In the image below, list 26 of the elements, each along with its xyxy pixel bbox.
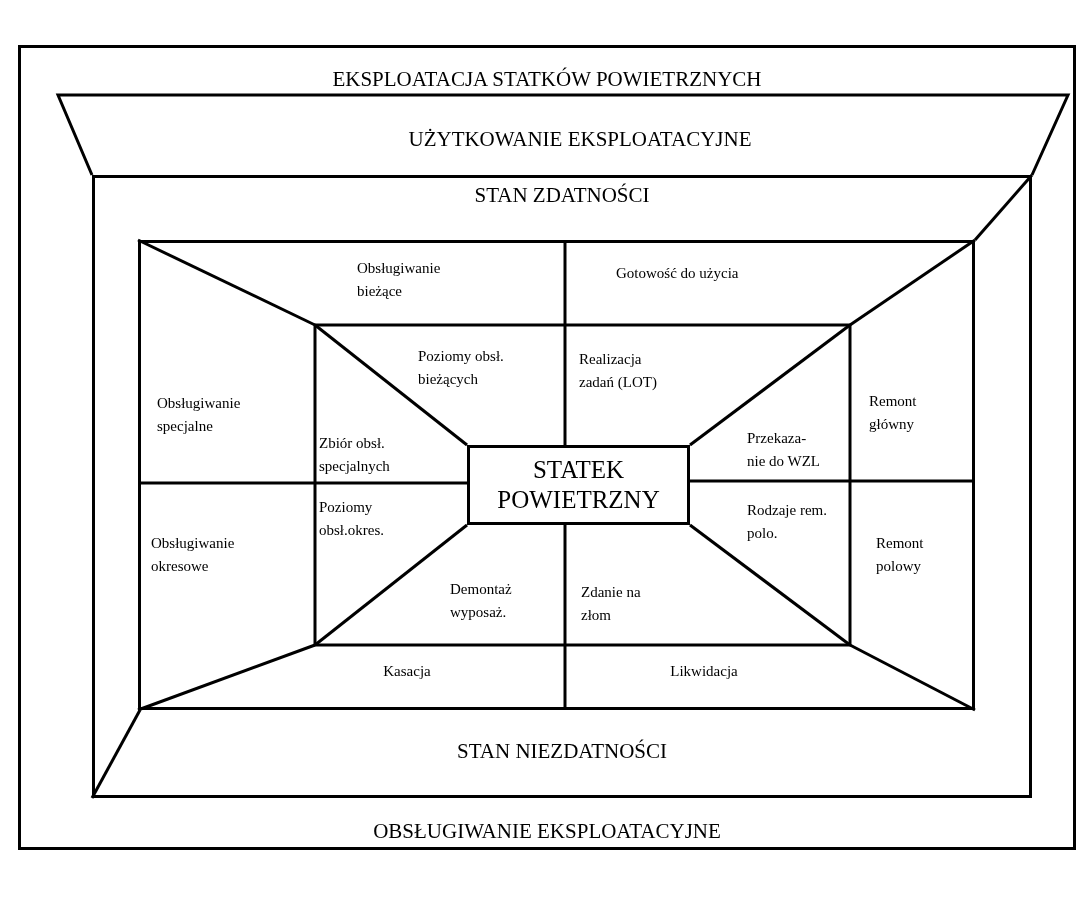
region-label: Realizacja zadań (LOT) xyxy=(579,350,658,392)
frame-box xyxy=(92,175,1032,798)
heading-text: OBSŁUGIWANIE EKSPLOATACYJNE xyxy=(373,818,721,844)
region-label: Likwidacja xyxy=(669,662,739,681)
region-label: Poziomy obsł.okres. xyxy=(319,498,385,540)
region-label: Rodzaje rem. polo. xyxy=(747,501,828,543)
heading-text: STAN NIEZDATNOŚCI xyxy=(456,738,668,764)
heading-text: STAN ZDATNOŚCI xyxy=(474,182,650,208)
center-box xyxy=(467,445,690,525)
region-label: Kasacja xyxy=(382,662,432,681)
region-label: Gotowość do użycia xyxy=(616,264,740,283)
node-text: STATEK POWIETRZNY xyxy=(496,455,661,515)
frame-box xyxy=(18,45,1076,850)
region-label: Poziomy obsł. bieżących xyxy=(418,347,505,389)
region-label: Obsługiwanie okresowe xyxy=(151,534,236,576)
region-label: Remont główny xyxy=(869,392,918,434)
frame-box xyxy=(138,240,975,710)
region-label: Zbiór obsł. specjalnych xyxy=(319,434,391,476)
region-label: Przekaza- nie do WZL xyxy=(747,429,822,471)
region-label: Zdanie na złom xyxy=(581,583,642,625)
region-label: Remont polowy xyxy=(876,534,925,576)
region-label: Demontaż wyposaż. xyxy=(450,580,513,622)
region-label: UŻYTKOWANIE EKSPLOATACYJNE xyxy=(407,126,753,152)
region-label: Obsługiwanie bieżące xyxy=(357,259,442,301)
region-label: Obsługiwanie specjalne xyxy=(157,394,242,436)
heading-text: EKSPLOATACJA STATKÓW POWIETRZNYCH xyxy=(332,66,762,92)
